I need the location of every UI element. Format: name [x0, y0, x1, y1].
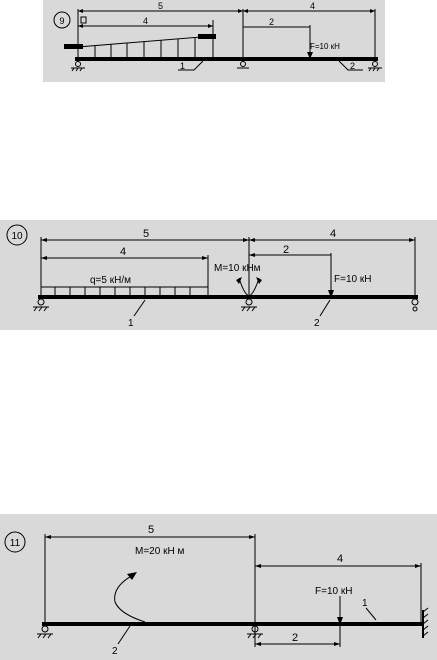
- problem-10-diagram: 10 5 4 4 q=5 кН/м 2 F=10 кН M=10: [6, 224, 419, 329]
- beam: [42, 622, 422, 626]
- force-label: F=10 кН: [334, 274, 371, 285]
- force-arrow: [337, 617, 343, 625]
- problem-11-diagram: 11 5 4 M=20 кН м F=10 кН 2: [4, 524, 429, 657]
- roller-support-middle: [237, 61, 249, 69]
- dim-label-4: 4: [330, 228, 336, 240]
- beam: [38, 295, 418, 299]
- problem-10-panel: 10 5 4 4 q=5 кН/м 2 F=10 кН M=10: [0, 220, 437, 330]
- beam-label-1: 1: [362, 598, 368, 609]
- beam-label-2: 2: [112, 646, 118, 657]
- dim-label-load: 4: [143, 16, 148, 26]
- distributed-load-label: q=5 кН/м: [90, 275, 131, 286]
- force-label: F=10 кН: [310, 42, 340, 51]
- dim-label-2: 2: [283, 244, 289, 256]
- force-arrow: [328, 290, 334, 298]
- moment-label: M=20 кН м: [135, 546, 184, 557]
- beam-label-2: 2: [314, 318, 320, 329]
- dim-label-4: 4: [337, 553, 343, 565]
- fixed-support-right: [422, 607, 429, 638]
- moment-label: M=10 кНм: [214, 263, 261, 274]
- trapezoidal-load: [77, 35, 214, 59]
- problem-number: 11: [10, 538, 21, 549]
- pin-support-left: [33, 298, 49, 312]
- problem-11-panel: 11 5 4 M=20 кН м F=10 кН 2: [0, 514, 437, 660]
- dim-label-5: 5: [143, 228, 149, 240]
- leader-line-1: [178, 60, 204, 71]
- beam: [75, 57, 378, 61]
- problem-9-panel: 9 5 4 4 2 F=10 кН: [43, 0, 385, 82]
- pin-support-right: [368, 61, 382, 72]
- dim-label-2: 2: [269, 17, 274, 27]
- problem-number-circle: [4, 531, 26, 553]
- small-square: [80, 16, 87, 24]
- pin-support-left: [71, 61, 85, 72]
- pin-support-left: [37, 625, 53, 639]
- leader-line-1: [133, 299, 146, 317]
- dim-label-5: 5: [148, 524, 154, 536]
- load-marker-left: [64, 44, 83, 49]
- beam-label-1: 1: [128, 318, 134, 329]
- force-arrow: [307, 52, 313, 59]
- problem-9-diagram: 9 5 4 4 2 F=10 кН: [53, 1, 382, 72]
- dim-label-2: 2: [292, 632, 298, 644]
- dim-label-load: 4: [120, 246, 126, 258]
- problem-number: 10: [11, 231, 23, 242]
- pin-support-middle: [241, 298, 257, 312]
- roller-support-right: [411, 298, 419, 312]
- leader-line-1: [365, 607, 377, 621]
- leader-line-2: [319, 299, 331, 317]
- moment-arrow: [127, 572, 137, 580]
- leader-line-2: [338, 60, 363, 71]
- beam-label-2: 2: [350, 61, 355, 71]
- problem-number: 9: [59, 16, 64, 26]
- moment-arc: [114, 573, 146, 623]
- problem-number-circle: [53, 11, 71, 29]
- load-marker-right: [198, 34, 216, 39]
- dim-label-5: 5: [158, 1, 163, 11]
- leader-line-2: [117, 625, 131, 645]
- beam-label-1: 1: [180, 61, 185, 71]
- pin-support-middle: [247, 625, 263, 639]
- dim-label-4: 4: [310, 1, 315, 11]
- force-label: F=10 кН: [315, 586, 352, 597]
- problem-number-circle: [6, 224, 28, 246]
